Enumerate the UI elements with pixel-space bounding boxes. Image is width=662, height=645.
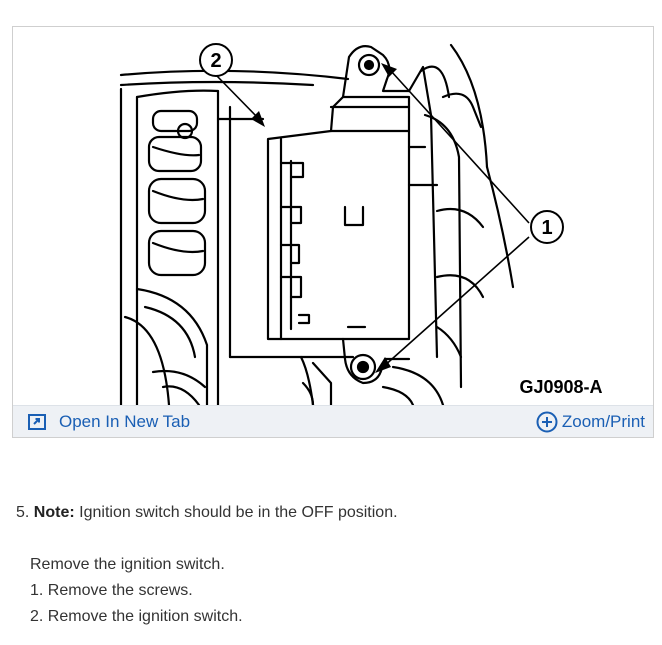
zoom-print-label: Zoom/Print bbox=[561, 412, 645, 431]
callout-1: 1 bbox=[530, 210, 564, 244]
step-number: 5. bbox=[16, 504, 30, 521]
callout-2: 2 bbox=[199, 43, 233, 77]
procedure-text: 5. Note: Ignition switch should be in th… bbox=[16, 502, 646, 628]
open-in-new-tab-icon bbox=[27, 411, 49, 433]
svg-text:1: 1 bbox=[541, 217, 552, 239]
svg-text:2: 2 bbox=[210, 50, 221, 72]
step-5: 5. Note: Ignition switch should be in th… bbox=[16, 502, 646, 524]
list-item: 2. Remove the ignition switch. bbox=[30, 608, 243, 625]
figure-card: 2 1 GJ0908-A Open In New Tab bbox=[12, 26, 654, 438]
figure-code: GJ0908-A bbox=[519, 377, 602, 397]
zoom-plus-icon bbox=[536, 411, 558, 433]
note-label: Note: bbox=[33, 504, 75, 521]
ignition-switch-illustration: 2 1 GJ0908-A bbox=[119, 43, 603, 405]
list-item: 1. Remove the screws. bbox=[30, 582, 193, 599]
note-text: Ignition switch should be in the OFF pos… bbox=[79, 504, 398, 521]
zoom-print-link[interactable]: Zoom/Print bbox=[536, 406, 645, 438]
step-intro: Remove the ignition switch. bbox=[30, 556, 225, 573]
figure-toolbar: Open In New Tab Zoom/Print bbox=[13, 405, 653, 437]
open-in-new-tab-link[interactable]: Open In New Tab bbox=[27, 406, 190, 438]
open-in-new-tab-label: Open In New Tab bbox=[59, 412, 191, 431]
